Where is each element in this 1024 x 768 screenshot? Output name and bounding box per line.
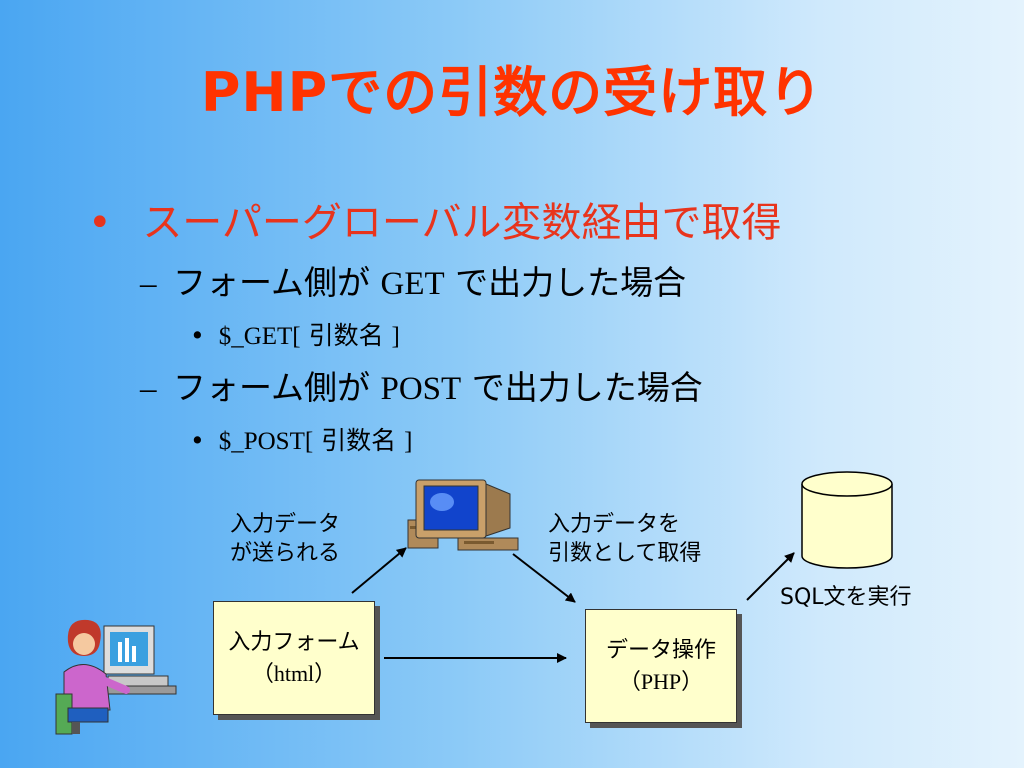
get-var-name: $_GET[ xyxy=(218,323,301,350)
php-box-title: データ操作 xyxy=(605,638,716,663)
bullet-get-var: • $_GET[ 引数名 ] xyxy=(190,323,400,349)
slide-title: PHPでの引数の受け取り xyxy=(200,61,824,124)
post-method: POST xyxy=(380,371,462,407)
user-at-computer-icon xyxy=(55,619,177,735)
get-close-bracket: ] xyxy=(391,323,400,350)
php-box-subtitle: （PHP） xyxy=(618,669,704,694)
arrow-form-to-server xyxy=(351,547,407,594)
caption-sql: SQL文を実行 xyxy=(780,585,912,610)
caption-args-acquired: 入力データを 引数として取得 xyxy=(548,511,701,568)
dash-marker: – xyxy=(140,371,157,407)
get-case-text-after: で出力した場合 xyxy=(444,263,687,302)
bullet-marker: • xyxy=(190,321,205,350)
input-form-box: 入力フォーム （html） xyxy=(213,601,375,715)
form-box-subtitle: （html） xyxy=(251,661,337,686)
arrow-php-to-database xyxy=(746,552,795,601)
bullet-main: • スーパーグローバル変数経由で取得 xyxy=(88,203,782,243)
get-arg-name: 引数名 xyxy=(300,321,392,350)
computer-server-icon xyxy=(407,479,519,551)
caption-args-line1: 入力データを xyxy=(548,512,681,537)
php-box: データ操作 （PHP） xyxy=(585,609,737,723)
bullet-marker: • xyxy=(88,200,112,246)
bullet-post-case: – フォーム側が POST で出力した場合 xyxy=(140,371,703,406)
get-method: GET xyxy=(380,266,445,302)
caption-args-line2: 引数として取得 xyxy=(548,540,702,566)
caption-input-line1: 入力データ xyxy=(230,512,341,537)
arrow-server-to-php xyxy=(512,553,576,603)
form-box-title: 入力フォーム xyxy=(228,630,360,655)
dash-marker: – xyxy=(140,266,157,302)
caption-input-line2: が送られる xyxy=(230,540,341,566)
post-case-text: フォーム側が xyxy=(173,368,381,407)
bullet-main-text: スーパーグローバル変数経由で取得 xyxy=(142,200,782,246)
bullet-post-var: • $_POST[ 引数名 ] xyxy=(190,428,412,454)
get-case-text: フォーム側が xyxy=(173,263,381,302)
post-var-name: $_POST[ xyxy=(218,428,314,455)
post-close-bracket: ] xyxy=(404,428,413,455)
bullet-get-case: – フォーム側が GET で出力した場合 xyxy=(140,266,686,301)
caption-input-sent: 入力データ が送られる xyxy=(230,511,340,568)
database-icon xyxy=(801,471,893,569)
bullet-marker: • xyxy=(190,426,205,455)
post-arg-name: 引数名 xyxy=(313,426,405,455)
post-case-text-after: で出力した場合 xyxy=(461,368,703,407)
